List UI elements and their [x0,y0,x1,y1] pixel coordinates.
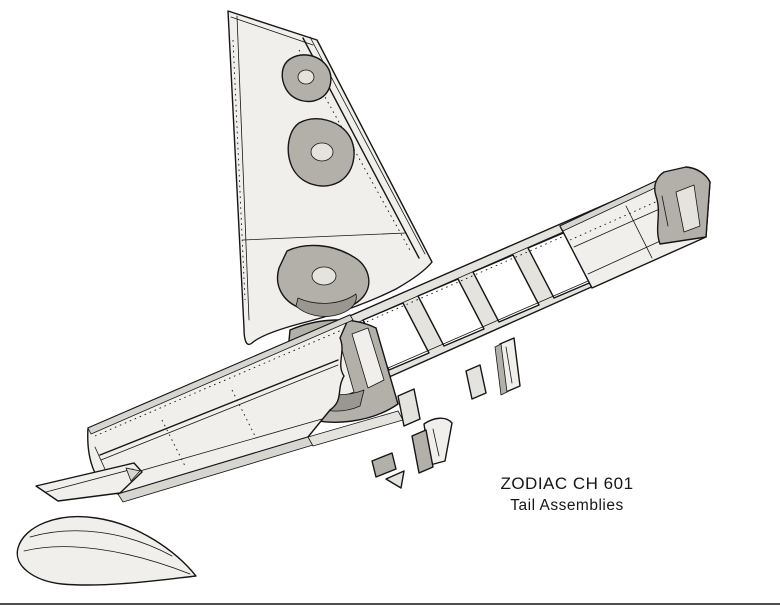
caption: ZODIAC CH 601 Tail Assemblies [500,474,633,514]
left-panel-rear-spar-strip [87,314,354,435]
fairing-upper-line [29,530,173,557]
fin-root-doubler-shadow [295,293,357,317]
fairing-center-line [23,546,191,575]
caption-title: ZODIAC CH 601 [500,474,633,493]
control-horn-line [432,428,440,457]
fin-mid-rib-line [242,232,407,241]
right-stabilizer-panel [559,166,711,289]
small-fitting-1 [371,452,397,478]
stabilizer-tip-plate [35,462,143,502]
frame-bay-3 [472,254,540,323]
fairing-body [16,516,197,586]
frame-bay-2 [417,278,485,347]
tip-flange-line [661,195,669,227]
left-panel-rib-b [351,327,385,389]
fitting-bracket-1 [397,388,421,427]
tip-plate-body [35,462,143,502]
elevator-hinge-line-inner [100,364,339,461]
fin-root-doubler-hole [311,266,337,286]
fin-leading-edge-line [236,15,250,321]
caption-subtitle: Tail Assemblies [510,497,623,514]
left-panel-rear-rivets [94,328,345,437]
fitting-bracket-2 [465,364,487,400]
tip-rib [675,184,701,233]
left-stabilizer-panel [87,314,404,503]
elevator-fittings [371,337,521,489]
channel-bracket-flange [505,346,513,384]
left-panel-skin [87,314,351,495]
left-panel-skin-joint [111,418,323,480]
elevator-hinge-line [99,359,339,456]
small-fitting-2 [385,470,405,489]
channel-bracket-side [494,343,508,396]
left-panel-rib-rivets-2 [231,389,257,439]
left-panel-rib-rivets-1 [161,419,187,469]
tip-plate-notch [125,467,141,482]
vertical-stabilizer [227,10,433,346]
tail-tip-fairing [16,516,197,586]
tip-plate-fold-line [45,468,134,493]
fin-doubler-mid-hole [310,142,334,162]
fin-tip-cap-line [230,16,314,46]
rear-spar-rivet-line [356,213,616,327]
control-horn-side [411,429,434,474]
fin-doubler-top-hole [297,69,315,85]
fin-leading-edge-rivets [232,39,246,301]
right-panel-chord-joint [625,205,653,259]
